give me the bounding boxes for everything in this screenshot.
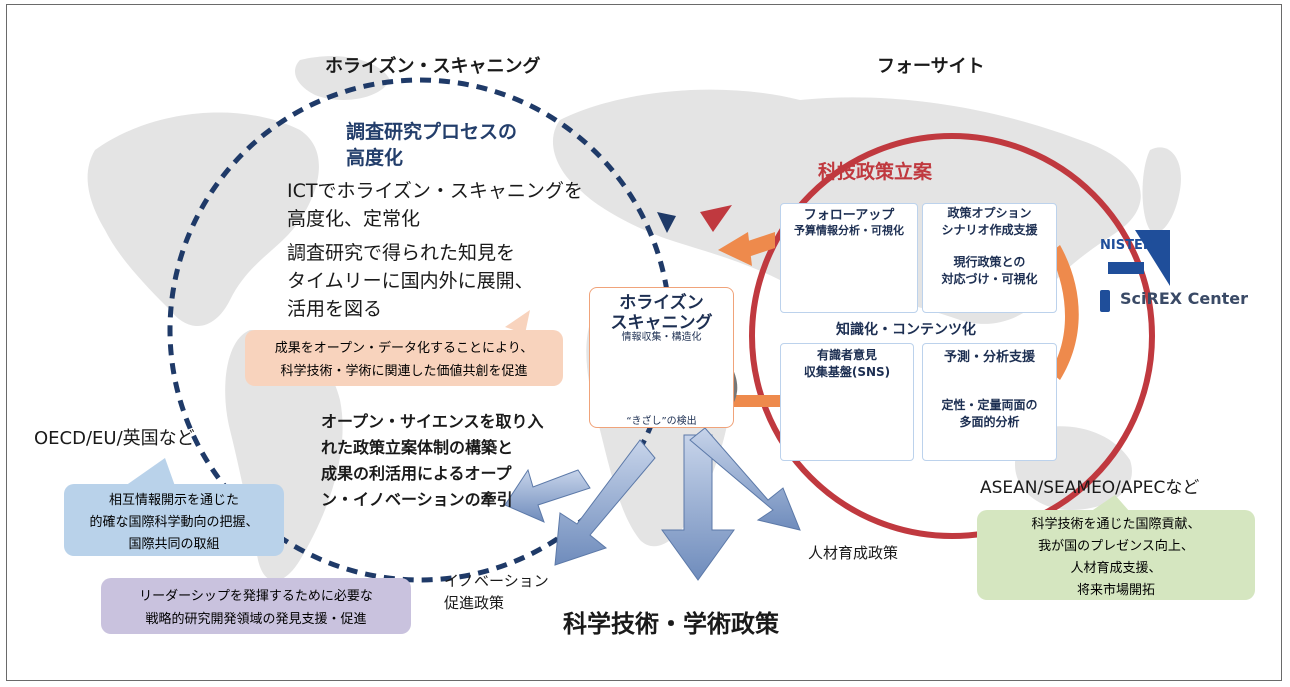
nistep-logo	[1100, 230, 1170, 312]
asean-bubble-tail	[1090, 495, 1130, 512]
open-science-line3: 成果の利活用によるオープ	[321, 464, 512, 483]
horizon-arrowhead	[657, 212, 676, 233]
knowledge-line2: タイムリーに国内外に展開、	[287, 270, 534, 292]
open-science-line1: オープン・サイエンスを取り入	[321, 412, 544, 431]
policy-option-title: 政策オプション	[947, 206, 1032, 220]
horizon-scanning-heading: ホライズン・スキャニング	[325, 56, 541, 77]
forecast-body-line2: 多面的分析	[959, 415, 1020, 429]
process-title-line2: 高度化	[346, 147, 404, 169]
innovation-bubble: リーダーシップを発揮するために必要な 戦略的研究開発領域の発見支援・促進	[101, 578, 411, 634]
innovation-label-line2: 促進政策	[444, 594, 505, 612]
policy-option-body-line2: 対応づけ・可視化	[941, 272, 1038, 286]
policy-option-panel: 政策オプション シナリオ作成支援 現行政策との 対応づけ・可視化	[922, 203, 1057, 313]
forecast-title: 予測・分析支援	[943, 350, 1035, 365]
asean-bubble-line1: 科学技術を通じた国際貢献、	[1031, 516, 1201, 532]
forecast-panel: 予測・分析支援 定性・定量両面の 多面的分析	[922, 343, 1057, 461]
oecd-bubble-line1: 相互情報開示を通じた	[108, 492, 239, 508]
policy-making-label: 科技政策立案	[818, 161, 933, 183]
card-title-line1: ホライズン	[619, 293, 704, 313]
innovation-bubble-line2: 戦略的研究開発領域の発見支援・促進	[145, 612, 367, 627]
followup-sub: 予算情報分析・可視化	[794, 224, 904, 237]
outer-frame	[6, 4, 1282, 681]
followup-title: フォローアップ	[803, 208, 895, 223]
expert-opinion-panel: 有識者意見 収集基盤(SNS)	[780, 343, 914, 461]
foresight-arrowhead	[700, 205, 732, 232]
followup-panel: フォローアップ 予算情報分析・可視化	[780, 203, 918, 313]
card-caption-top: 情報収集・構造化	[621, 332, 702, 343]
innovation-label-line1: イノベーション	[444, 572, 549, 590]
ict-line1: ICTでホライズン・スキャニングを	[287, 180, 583, 202]
forecast-body-line1: 定性・定量両面の	[941, 398, 1038, 412]
oecd-bubble-line2: 的確な国際科学動向の把握、	[89, 514, 259, 530]
asean-bubble: 科学技術を通じた国際貢献、 我が国のプレゼンス向上、 人材育成支援、 将来市場開…	[977, 510, 1255, 600]
horizon-scanning-card: ホライズン スキャニング 情報収集・構造化 “きざし”の検出	[589, 287, 734, 428]
expert-line2: 収集基盤(SNS)	[803, 365, 891, 379]
asean-bubble-line3: 人材育成支援、	[1070, 560, 1162, 576]
oecd-bubble: 相互情報開示を通じた 的確な国際科学動向の把握、 国際共同の取組	[64, 484, 284, 556]
innovation-bubble-line1: リーダーシップを発揮するために必要な	[139, 589, 373, 604]
open-data-bubble: 成果をオープン・データ化することにより、 科学技術・学術に関連した価値共創を促進	[245, 330, 563, 386]
oecd-bubble-line3: 国際共同の取組	[128, 536, 220, 552]
foresight-circle	[749, 133, 1155, 539]
open-data-bubble-tail	[505, 310, 530, 334]
process-title-line1: 調査研究プロセスの	[346, 121, 518, 143]
oecd-bubble-tail	[125, 458, 175, 486]
open-data-line1: 成果をオープン・データ化することにより、	[274, 341, 534, 356]
asean-bubble-line4: 将来市場開拓	[1076, 582, 1155, 598]
knowledge-line1: 調査研究で得られた知見を	[287, 242, 516, 264]
scirex-logo-text: SciREX Center	[1120, 289, 1249, 308]
open-science-line2: れた政策立案体制の構築と	[321, 438, 514, 457]
main-policy-label: 科学技術・学術政策	[563, 610, 779, 638]
policy-option-sub: シナリオ作成支援	[941, 223, 1038, 237]
asean-bubble-line2: 我が国のプレゼンス向上、	[1038, 538, 1194, 554]
knowledge-line3: 活用を図る	[287, 298, 383, 320]
orange-arrows	[718, 232, 1079, 407]
open-science-line4: ン・イノベーションの牽引	[321, 490, 513, 509]
card-caption-bottom: “きざし”の検出	[626, 416, 697, 427]
oecd-label: OECD/EU/英国など	[34, 428, 195, 449]
nistep-logo-text: NISTEP	[1100, 238, 1153, 253]
foresight-heading: フォーサイト	[877, 56, 985, 77]
ict-line2: 高度化、定常化	[287, 208, 421, 230]
card-title-line2: スキャニング	[610, 313, 713, 333]
expert-line1: 有識者意見	[816, 348, 877, 362]
open-data-line2: 科学技術・学術に関連した価値共創を促進	[280, 364, 528, 379]
policy-option-body-line1: 現行政策との	[953, 255, 1026, 269]
knowledge-content-label: 知識化・コンテンツ化	[836, 322, 976, 338]
blue-arrows	[504, 427, 801, 581]
asean-label: ASEAN/SEAMEO/APECなど	[980, 478, 1200, 498]
hr-policy-label: 人材育成政策	[808, 544, 899, 562]
